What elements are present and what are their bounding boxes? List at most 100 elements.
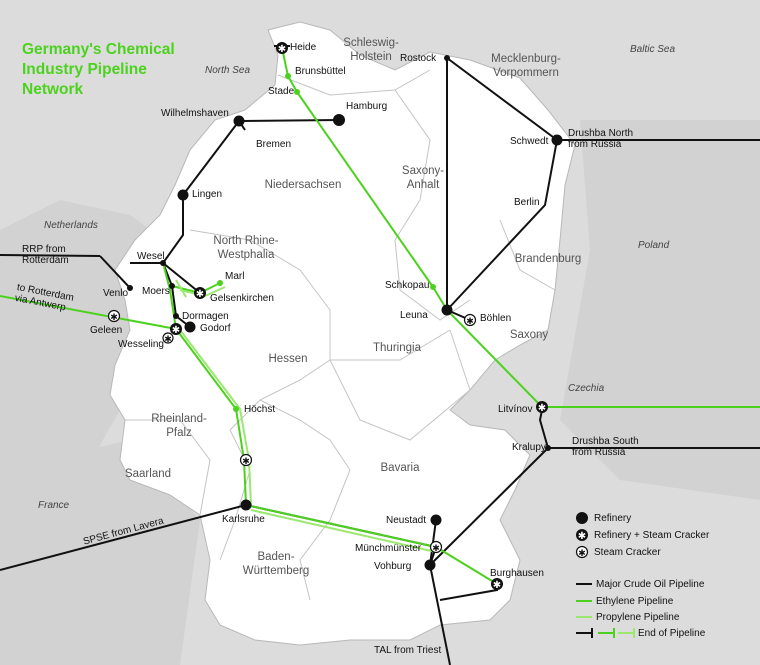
label-kralupy: Kralupy bbox=[512, 442, 546, 453]
ethylene-rhine-karlsruhe bbox=[175, 328, 247, 506]
svg-text:✱: ✱ bbox=[242, 457, 250, 467]
svg-text:✱: ✱ bbox=[432, 544, 440, 554]
map-title: Germany's Chemical Industry Pipeline Net… bbox=[22, 40, 222, 100]
svg-text:✱: ✱ bbox=[196, 289, 204, 300]
marker-ludwigshafen: ✱ bbox=[239, 453, 253, 467]
svg-text:✱: ✱ bbox=[466, 317, 474, 327]
marker-brunsbuettel bbox=[285, 73, 291, 79]
legend-refinery: Refinery bbox=[594, 513, 632, 524]
marker-wesseling: ✱ bbox=[162, 332, 174, 345]
label-berlin: Berlin bbox=[514, 197, 540, 208]
region-saxony-anhalt: Saxony- Anhalt bbox=[401, 165, 445, 191]
label-lingen: Lingen bbox=[192, 189, 223, 200]
legend-refinery-steam-symbol: ✱ bbox=[576, 529, 588, 542]
legend-refinery-symbol bbox=[576, 512, 588, 524]
label-czechia: Czechia bbox=[568, 383, 605, 394]
label-litvinov: Litvínov bbox=[498, 404, 533, 415]
state-borders bbox=[125, 69, 556, 601]
spse-line bbox=[0, 504, 247, 571]
marker-vohburg bbox=[424, 559, 436, 571]
label-drushba-north: Drushba North from Russia bbox=[568, 128, 634, 150]
svg-text:✱: ✱ bbox=[578, 549, 586, 559]
legend-symbols: ✱ ✱ bbox=[575, 512, 635, 638]
region-saxony: Saxony bbox=[509, 329, 549, 341]
marker-karlsruhe bbox=[240, 499, 252, 511]
region-saarland: Saarland bbox=[124, 468, 172, 480]
label-rrp: RRP from Rotterdam bbox=[22, 244, 69, 266]
marker-schwedt bbox=[551, 134, 563, 146]
region-brandenburg: Brandenburg bbox=[514, 253, 582, 265]
region-thuringia: Thuringia bbox=[373, 342, 421, 354]
label-brunsbuettel: Brunsbüttel bbox=[295, 66, 346, 77]
marker-gelsenkirchen: ✱ bbox=[194, 287, 206, 300]
crude-schwedt-leuna bbox=[446, 139, 558, 311]
marker-hoechst bbox=[233, 406, 239, 412]
ethylene-leuna-litvinov bbox=[446, 309, 543, 408]
label-france: France bbox=[38, 500, 70, 511]
marker-schkopau bbox=[430, 284, 436, 290]
label-bremen: Bremen bbox=[256, 139, 292, 150]
label-wesel: Wesel bbox=[137, 251, 165, 262]
rrp-line-west bbox=[0, 254, 101, 257]
label-stade: Stade bbox=[268, 86, 295, 97]
svg-text:✱: ✱ bbox=[172, 325, 180, 336]
label-neustadt: Neustadt bbox=[386, 515, 427, 526]
crude-wilhelmshaven-hamburg bbox=[238, 119, 340, 122]
refinery-steam-markers: ✱ ✱ ✱ ✱ ✱ bbox=[170, 42, 548, 591]
label-dormagen: Dormagen bbox=[182, 311, 229, 322]
label-wilhelmshaven: Wilhelmshaven bbox=[161, 108, 229, 119]
external-crude-lines bbox=[0, 139, 760, 665]
crude-wesel-godorf bbox=[162, 262, 191, 328]
region-mecklenburg: Mecklenburg- Vorpommern bbox=[491, 53, 561, 79]
label-netherlands: Netherlands bbox=[44, 220, 98, 231]
marker-muenchmuenster: ✱ bbox=[429, 540, 443, 554]
label-geleen: Geleen bbox=[90, 325, 123, 336]
marker-kralupy bbox=[545, 445, 551, 451]
label-hoechst: Höchst bbox=[244, 404, 276, 415]
legend-propylene: Propylene Pipeline bbox=[596, 612, 680, 623]
region-niedersachsen: Niedersachsen bbox=[264, 179, 342, 191]
marker-moers bbox=[169, 283, 175, 289]
label-gelsenkirchen: Gelsenkirchen bbox=[210, 293, 274, 304]
marker-neustadt bbox=[430, 514, 442, 526]
region-bw: Baden- Württemberg bbox=[242, 551, 310, 577]
poland-czechia-land bbox=[560, 120, 760, 500]
site-markers bbox=[127, 55, 563, 571]
ethylene-stade-schkopau bbox=[296, 91, 434, 288]
marker-litvinov: ✱ bbox=[536, 401, 548, 414]
marker-lingen bbox=[177, 189, 189, 201]
region-rheinland-pfalz: Rheinland- Pfalz bbox=[151, 413, 207, 439]
marker-leuna bbox=[441, 304, 453, 316]
label-schkopau: Schkopau bbox=[385, 280, 430, 291]
label-wesseling: Wesseling bbox=[118, 339, 164, 350]
legend-ethylene: Ethylene Pipeline bbox=[596, 596, 674, 607]
label-baltic-sea: Baltic Sea bbox=[630, 44, 676, 55]
label-muenchmuenster: Münchmünster bbox=[355, 543, 422, 554]
region-hessen: Hessen bbox=[268, 353, 308, 365]
ethylene-rotterdam bbox=[0, 295, 177, 330]
propylene-rhine-karlsruhe bbox=[179, 329, 252, 506]
legend-end-symbol bbox=[576, 628, 635, 638]
region-bavaria: Bavaria bbox=[380, 462, 420, 474]
label-schwedt: Schwedt bbox=[510, 136, 549, 147]
marker-geleen: ✱ bbox=[107, 309, 121, 323]
label-tal: TAL from Triest bbox=[374, 645, 442, 656]
marker-marl bbox=[217, 280, 223, 286]
label-moers: Moers bbox=[142, 286, 170, 297]
marker-burghausen: ✱ bbox=[491, 578, 503, 591]
label-burghausen: Burghausen bbox=[490, 568, 544, 579]
label-north-sea: North Sea bbox=[205, 65, 251, 76]
svg-text:✱: ✱ bbox=[164, 335, 172, 345]
marker-dormagen bbox=[173, 313, 179, 319]
marker-boehlen: ✱ bbox=[463, 313, 477, 327]
marker-godorf bbox=[184, 321, 196, 333]
region-schleswig-holstein: Schleswig- Holstein bbox=[343, 37, 399, 63]
title-line-1: Germany's Chemical bbox=[22, 41, 175, 58]
label-marl: Marl bbox=[225, 271, 245, 282]
label-vohburg: Vohburg bbox=[374, 561, 412, 572]
marker-wesel bbox=[160, 260, 166, 266]
rrp-line-venlo bbox=[99, 255, 131, 289]
legend-refinery-steam: Refinery + Steam Cracker bbox=[594, 530, 710, 541]
